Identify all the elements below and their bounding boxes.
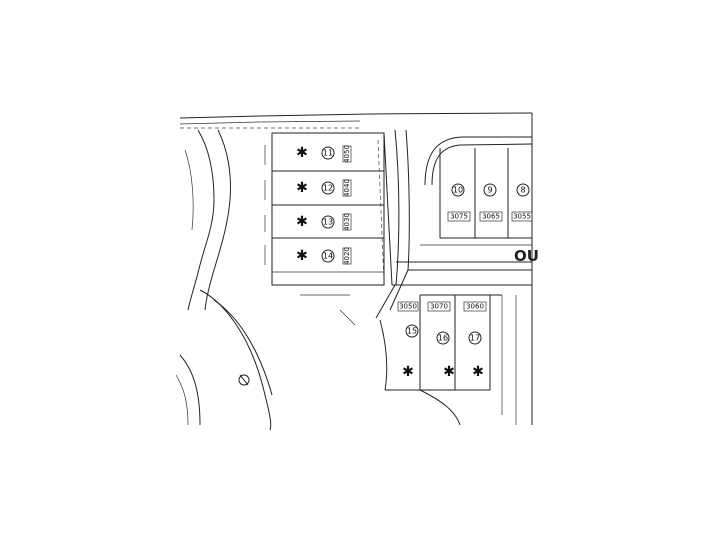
lot-address: 3050 — [399, 303, 417, 311]
lot-address: 3055 — [513, 213, 531, 221]
lot-number: 8 — [520, 186, 525, 195]
lot-15: 3050 15 — [397, 301, 419, 338]
lot-number: 10 — [453, 186, 463, 195]
lot-number: 14 — [323, 252, 333, 261]
lot-address: 4030 — [343, 213, 351, 231]
lot-address: 3070 — [430, 303, 448, 311]
tree-marker-icon: ✱ — [296, 248, 308, 264]
lot-number: 11 — [323, 149, 333, 158]
manhole-symbol — [238, 374, 250, 386]
lot-address: 4040 — [343, 179, 351, 197]
lot-address: 3065 — [482, 213, 500, 221]
lot-number: 15 — [407, 327, 417, 336]
tree-marker-icon: ✱ — [472, 364, 484, 380]
tree-marker-icon: ✱ — [296, 145, 308, 161]
left-lot-block — [271, 132, 393, 286]
lot-number: 17 — [470, 334, 480, 343]
right-top-lot-block — [439, 148, 532, 239]
lot-address: 4020 — [343, 247, 351, 265]
lot-address: 4050 — [343, 145, 351, 163]
lot-13: 13 4030 — [321, 213, 352, 231]
tree-marker-icon: ✱ — [296, 180, 308, 196]
road-lines — [375, 129, 533, 319]
tree-marker-icon: ✱ — [443, 364, 455, 380]
lot-16: 3070 16 — [427, 301, 451, 345]
lot-10: 10 3075 — [447, 183, 471, 222]
lot-8: 8 3055 — [511, 183, 533, 222]
lot-number: 16 — [438, 334, 448, 343]
lot-9: 9 3065 — [479, 183, 503, 222]
lot-number: 13 — [323, 218, 333, 227]
dimension-ticks — [264, 145, 356, 326]
lot-address: 3075 — [450, 213, 468, 221]
lot-address: 3060 — [466, 303, 484, 311]
lot-17: 3060 17 — [463, 301, 487, 345]
road-name-label: OU — [514, 247, 539, 265]
lot-number: 12 — [323, 184, 333, 193]
lot-14: 14 4020 — [321, 247, 352, 265]
lot-markers: ✱ ✱ ✱ ✱ ✱ ✱ ✱ — [296, 145, 484, 380]
tree-marker-icon: ✱ — [296, 214, 308, 230]
lot-12: 12 4040 — [321, 179, 352, 197]
lot-11: 11 4050 — [321, 145, 352, 163]
tree-marker-icon: ✱ — [402, 364, 414, 380]
creek-lines — [175, 129, 273, 431]
boundary-lines — [179, 112, 533, 425]
lot-number: 9 — [487, 186, 492, 195]
lower-lot-block — [379, 294, 517, 426]
